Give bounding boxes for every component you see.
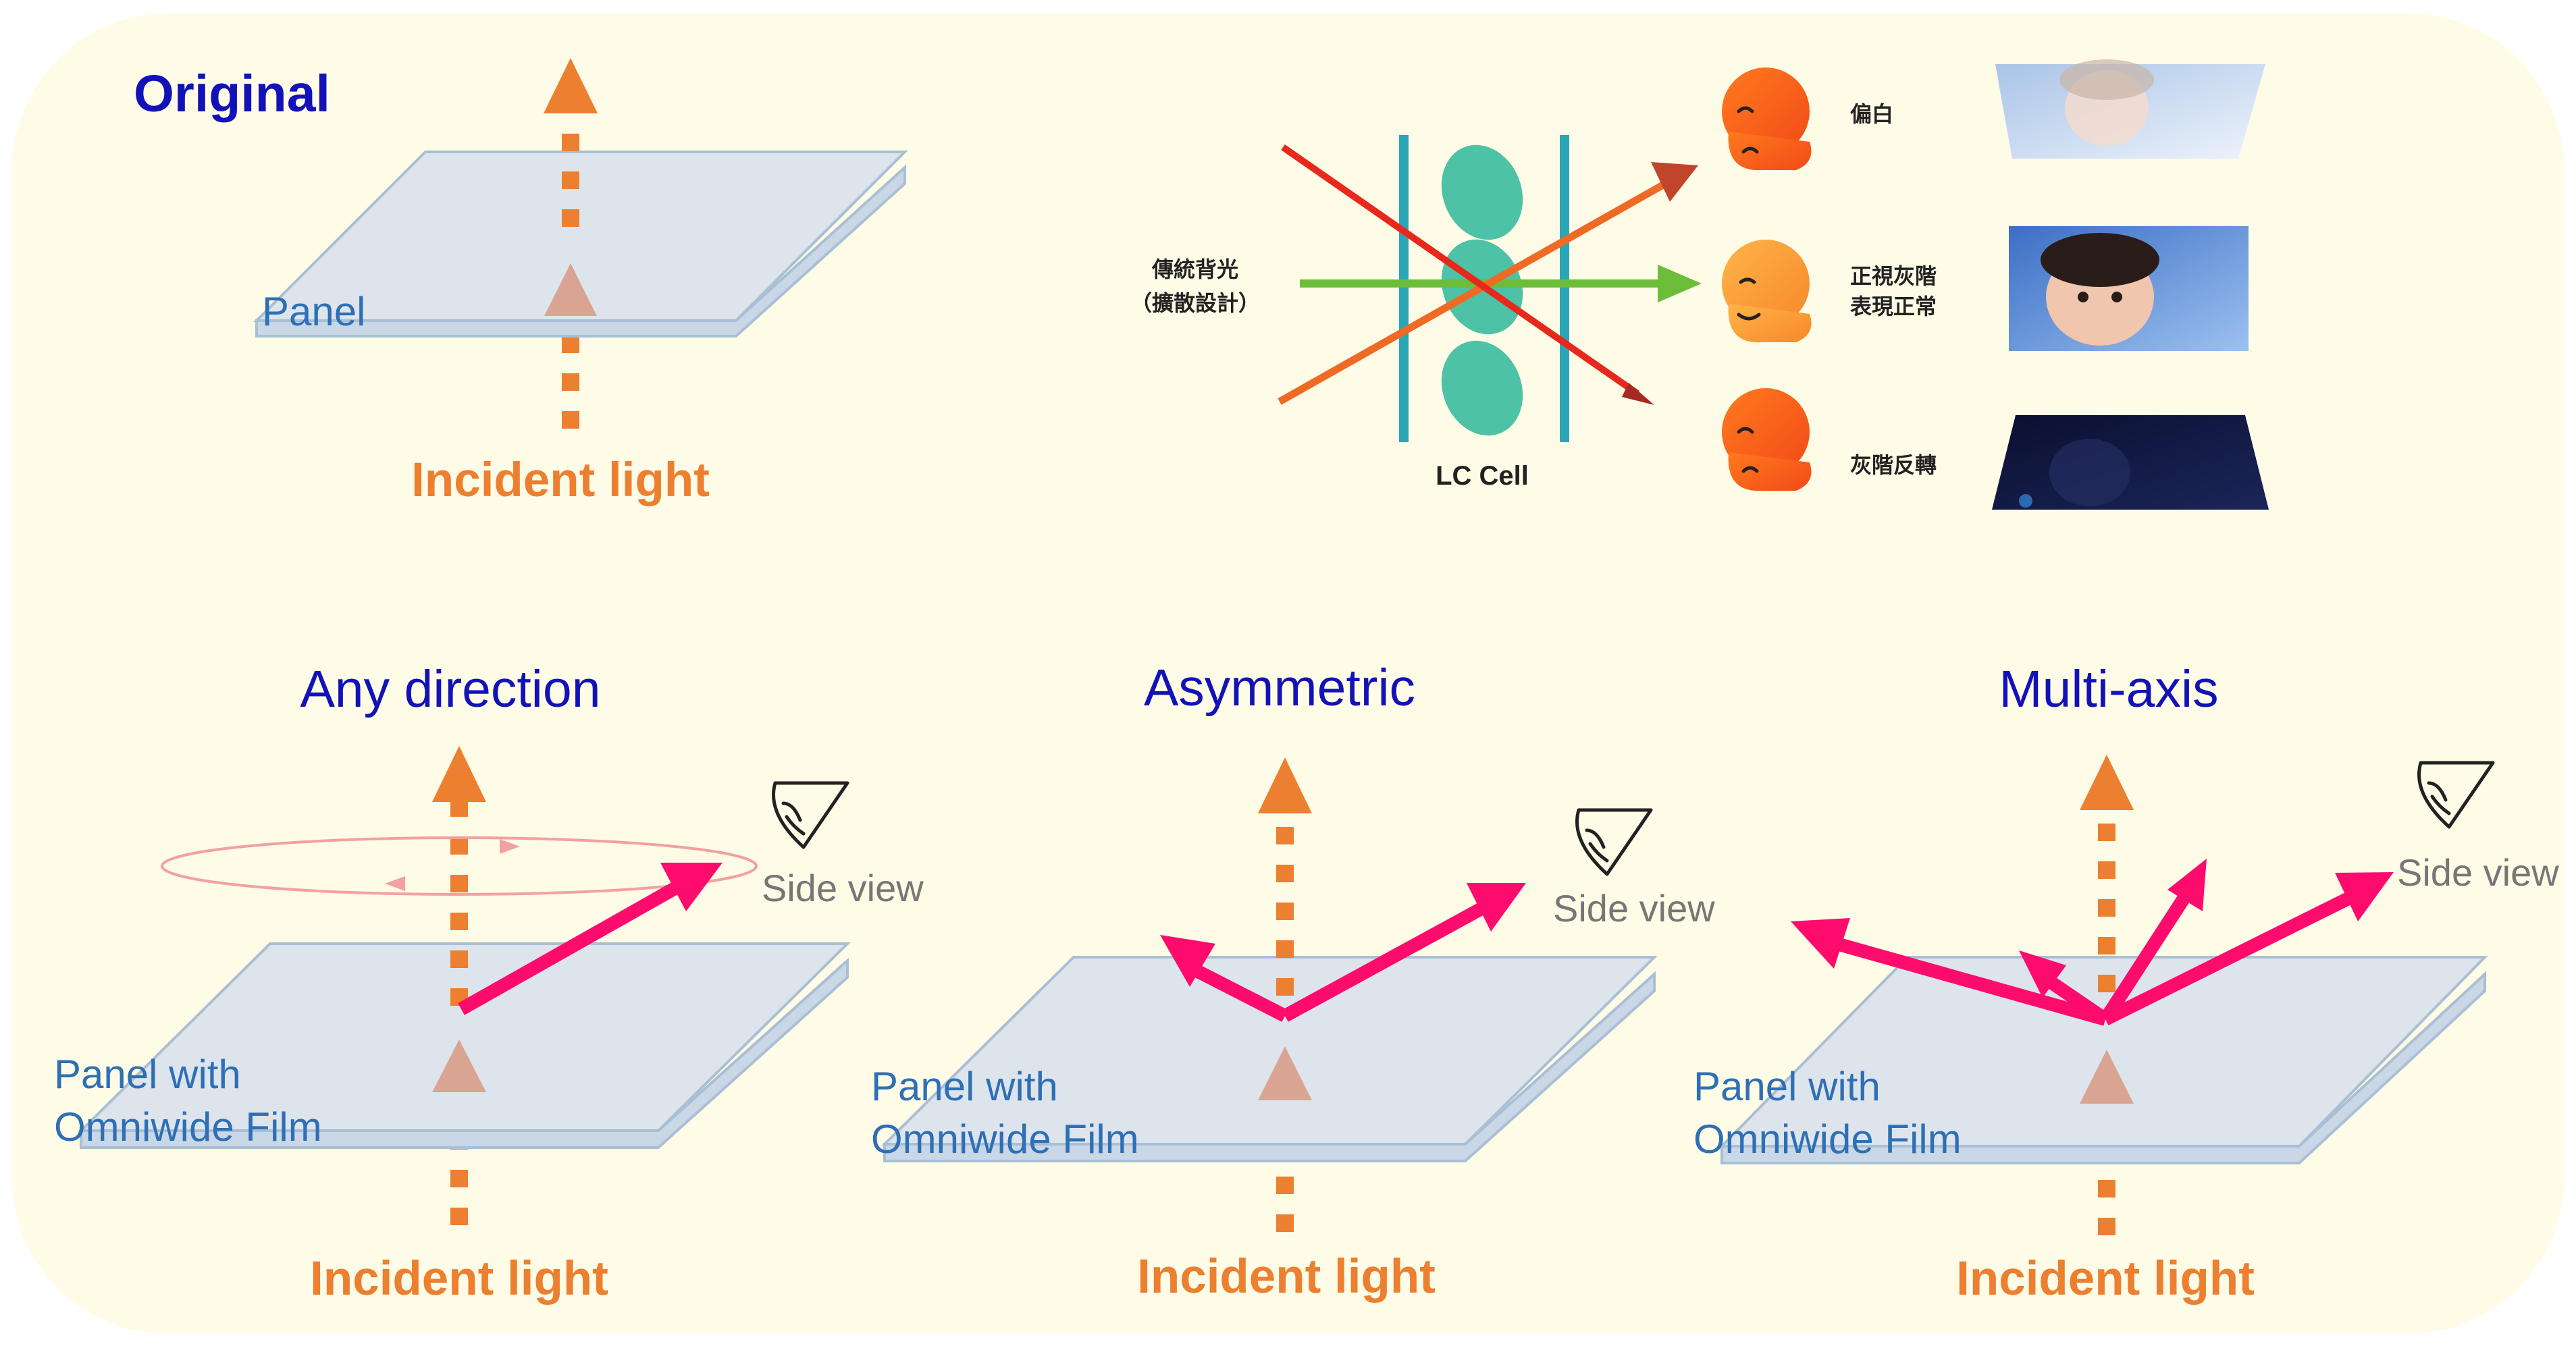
eye-icon (772, 781, 849, 849)
emitted-light-arrowhead-left (2019, 950, 2066, 998)
emitted-light-arrowhead-far-right (2335, 872, 2394, 921)
lc-cell-label: LC Cell (1436, 461, 1529, 491)
panel-label-line1: Panel with (871, 1064, 1058, 1109)
emitted-light-arrow-right (2099, 890, 2192, 1023)
emitted-light-arrow (458, 878, 685, 1015)
side-view-label: Side view (762, 867, 924, 909)
transmitted-light-arrow (2080, 1050, 2134, 1104)
face-icon (1722, 388, 1812, 491)
output-light-arrowhead (1258, 757, 1312, 813)
child-photo (1995, 59, 2265, 159)
panel-label-line1: Panel with (54, 1052, 241, 1097)
rotation-ring (161, 836, 758, 896)
emitted-light-arrowhead-right (1467, 883, 1526, 932)
lc-cell-inset: 傳統背光 （擴散設計） LC Cell (1130, 59, 2269, 510)
asymmetric-heading: Asymmetric (1144, 659, 1415, 717)
transmitted-light-arrow (432, 1040, 486, 1092)
side-view-label: Side view (2397, 851, 2559, 894)
ray-orange (1278, 179, 1670, 405)
eye-icon (1575, 808, 1653, 876)
face-icon (1722, 68, 1812, 171)
multi-axis-diagram: Multi-axis Panel with Omniwide Film Side… (1693, 660, 2559, 1305)
rotation-arrowhead (385, 876, 405, 891)
panel-label-line2: Omniwide Film (54, 1104, 322, 1150)
view-label-top: 偏白 (1850, 101, 1893, 127)
panel-top (253, 151, 908, 322)
emitted-light-arrowhead-right (2167, 859, 2207, 911)
panel-top (1718, 956, 2488, 1148)
backlight-label-line1: 傳統背光 (1151, 257, 1238, 282)
lc-electrode-left (1399, 135, 1409, 442)
emitted-light-arrow-far-left (1835, 937, 2107, 1026)
emitted-light-arrow-left (1193, 965, 1288, 1022)
ray-red (1281, 144, 1639, 397)
panel-top (78, 942, 851, 1132)
incident-light-label: Incident light (1137, 1250, 1436, 1303)
lc-crystal-top (1441, 144, 1523, 240)
panel-label-line2: Omniwide Film (871, 1116, 1139, 1162)
incident-light-label: Incident light (1956, 1252, 2255, 1305)
child-photo (2009, 226, 2249, 351)
lc-crystal-bottom (1441, 340, 1523, 436)
child-photo (1992, 415, 2269, 510)
ray-orange-head (1651, 162, 1698, 202)
side-view-label: Side view (1553, 887, 1715, 930)
panel-label-line1: Panel with (1693, 1064, 1881, 1109)
view-label-bottom: 灰階反轉 (1850, 452, 1937, 478)
emitted-light-arrowhead (660, 863, 722, 911)
any-direction-diagram: Any direction Panel with Omniwide Film S… (54, 660, 924, 1305)
any-direction-heading: Any direction (300, 660, 600, 718)
emitted-light-arrow-right (1282, 898, 1492, 1022)
panel-top (881, 956, 1658, 1146)
output-light-arrowhead (2080, 755, 2134, 810)
incident-light-label: Incident light (310, 1252, 608, 1305)
emitted-light-arrow-far-right (2102, 888, 2360, 1025)
backlight-label-line2: （擴散設計） (1130, 290, 1260, 316)
emitted-light-arrowhead-far-left (1791, 918, 1850, 969)
emitted-light-arrowhead-left (1160, 935, 1215, 987)
original-diagram: Original Panel Incident light (134, 58, 908, 507)
panel-label-line2: Omniwide Film (1693, 1116, 1962, 1162)
view-label-middle-line1: 正視灰階 (1850, 263, 1937, 289)
output-light-arrowhead (432, 746, 486, 802)
emitted-light-arrow-left (2042, 973, 2109, 1025)
ray-green-head (1658, 265, 1702, 302)
multi-axis-heading: Multi-axis (1999, 660, 2218, 718)
face-icon (1722, 240, 1812, 343)
ray-red-head (1622, 383, 1654, 405)
view-label-middle-line2: 表現正常 (1850, 294, 1937, 319)
asymmetric-diagram: Asymmetric Panel with Omniwide Film Side… (871, 659, 1715, 1303)
transmitted-light-arrow (544, 263, 597, 316)
output-light-arrowhead (544, 58, 598, 113)
incident-light-label: Incident light (411, 454, 710, 507)
transmitted-light-arrow (1258, 1046, 1312, 1100)
lc-electrode-right (1560, 135, 1569, 442)
original-title: Original (134, 65, 330, 123)
rotation-arrowhead (500, 839, 520, 854)
panel-label: Panel (262, 289, 365, 334)
eye-icon (2417, 761, 2495, 829)
